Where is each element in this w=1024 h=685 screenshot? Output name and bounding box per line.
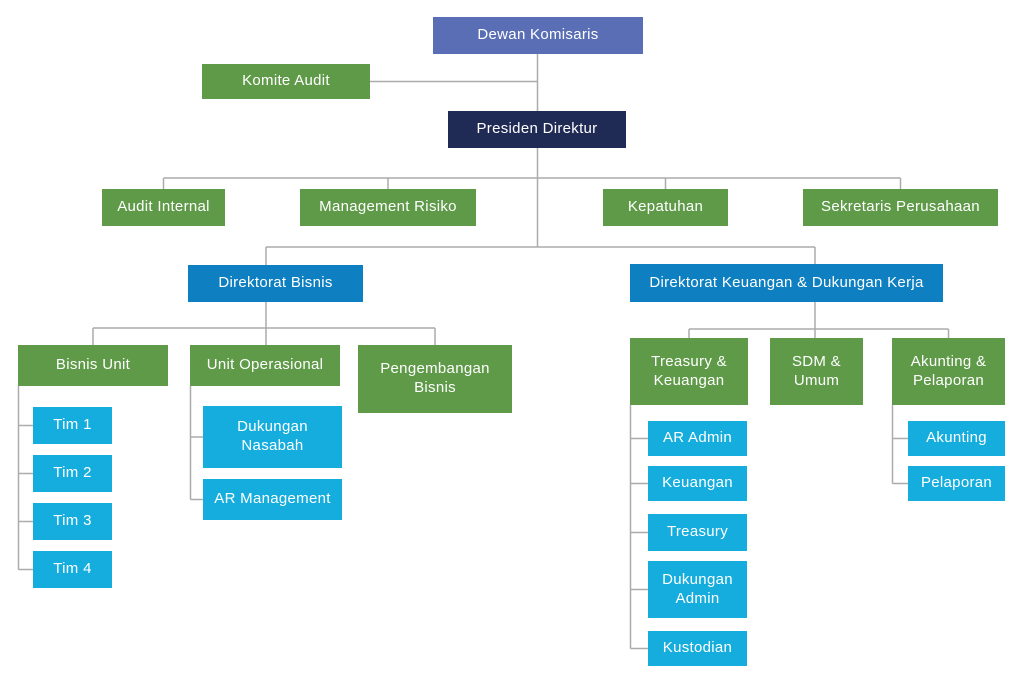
node-treasury-keuangan: Treasury & Keuangan xyxy=(630,338,748,405)
node-dukungan-nasabah: Dukungan Nasabah xyxy=(203,406,342,468)
node-tim-4: Tim 4 xyxy=(33,551,112,588)
node-tim-2: Tim 2 xyxy=(33,455,112,492)
node-direktorat-bisnis: Direktorat Bisnis xyxy=(188,265,363,302)
node-komite-audit: Komite Audit xyxy=(202,64,370,99)
node-direktorat-keuangan: Direktorat Keuangan & Dukungan Kerja xyxy=(630,264,943,302)
node-unit-operasional: Unit Operasional xyxy=(190,345,340,386)
node-pelaporan: Pelaporan xyxy=(908,466,1005,501)
node-treasury: Treasury xyxy=(648,514,747,551)
node-ar-admin: AR Admin xyxy=(648,421,747,456)
node-management-risiko: Management Risiko xyxy=(300,189,476,226)
node-pengembangan-bisnis: Pengembangan Bisnis xyxy=(358,345,512,413)
node-dukungan-admin: Dukungan Admin xyxy=(648,561,747,618)
node-tim-3: Tim 3 xyxy=(33,503,112,540)
node-kustodian: Kustodian xyxy=(648,631,747,666)
node-dewan-komisaris: Dewan Komisaris xyxy=(433,17,643,54)
node-sdm-umum: SDM & Umum xyxy=(770,338,863,405)
node-bisnis-unit: Bisnis Unit xyxy=(18,345,168,386)
node-presiden-direktur: Presiden Direktur xyxy=(448,111,626,148)
node-keuangan: Keuangan xyxy=(648,466,747,501)
node-akunting-pelaporan: Akunting & Pelaporan xyxy=(892,338,1005,405)
node-akunting: Akunting xyxy=(908,421,1005,456)
node-tim-1: Tim 1 xyxy=(33,407,112,444)
node-ar-management: AR Management xyxy=(203,479,342,520)
node-sekretaris-perusahaan: Sekretaris Perusahaan xyxy=(803,189,998,226)
node-audit-internal: Audit Internal xyxy=(102,189,225,226)
node-kepatuhan: Kepatuhan xyxy=(603,189,728,226)
